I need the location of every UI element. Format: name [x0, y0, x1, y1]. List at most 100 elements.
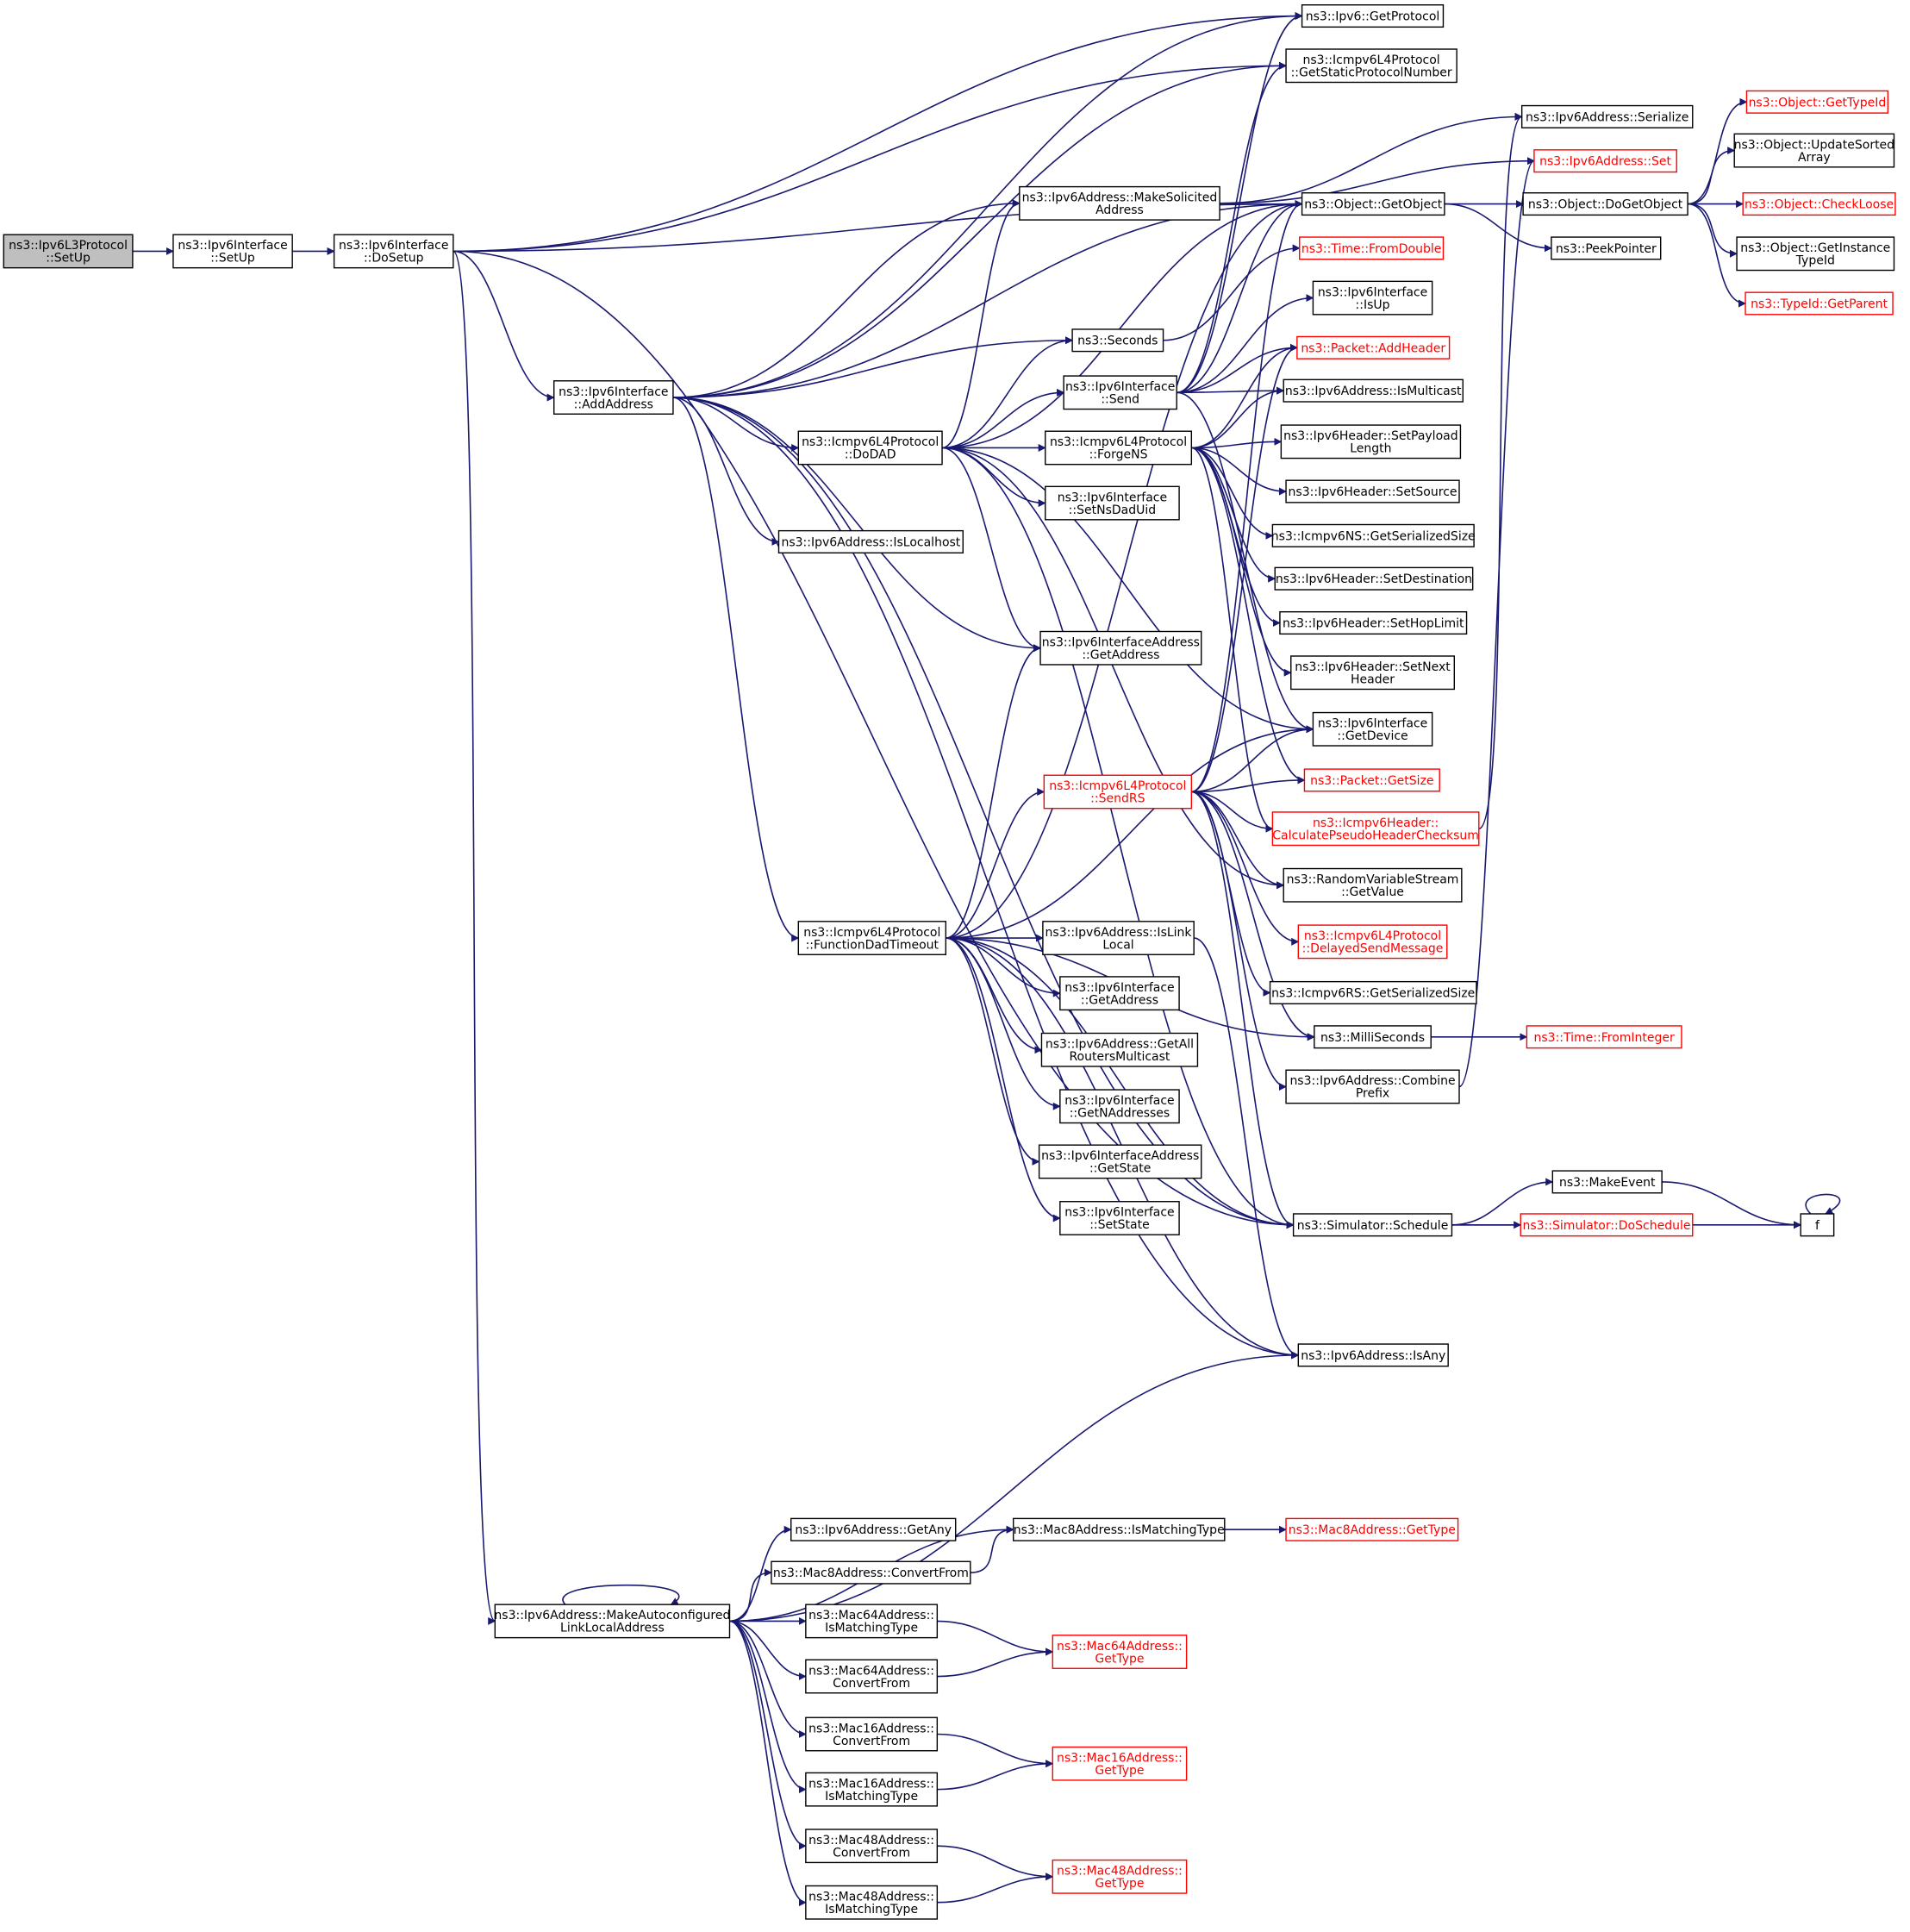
node-ns-serialsize[interactable]: ns3::Icmpv6NS::GetSerializedSize	[1271, 523, 1476, 547]
node-label: ConvertFrom	[833, 1677, 910, 1691]
node-hdr-setsource[interactable]: ns3::Ipv6Header::SetSource	[1285, 479, 1460, 503]
node-ifaddr-getstate[interactable]: ns3::Ipv6InterfaceAddress::GetState	[1038, 1144, 1202, 1179]
node-pkt-getsize[interactable]: ns3::Packet::GetSize	[1303, 768, 1440, 792]
node-obj-dogetobject[interactable]: ns3::Object::DoGetObject	[1522, 192, 1688, 216]
node-hdr-sethoplimit[interactable]: ns3::Ipv6Header::SetHopLimit	[1279, 610, 1468, 635]
edge-path	[1191, 447, 1276, 583]
node-mac16-gettype[interactable]: ns3::Mac16Address::GetType	[1052, 1746, 1188, 1781]
node-box	[1019, 185, 1220, 221]
node-time-frominteger[interactable]: ns3::Time::FromInteger	[1526, 1025, 1682, 1049]
node-box	[805, 1772, 939, 1807]
node-obj-gettypeid[interactable]: ns3::Object::GetTypeId	[1745, 90, 1889, 114]
node-icmp-sendrs[interactable]: ns3::Icmpv6L4Protocol::SendRS	[1043, 774, 1193, 810]
node-if-setup[interactable]: ns3::Ipv6Interface::SetUp	[172, 234, 293, 269]
node-label: ns3::Ipv6Header::SetNext	[1295, 660, 1451, 674]
node-mac48-ismatching[interactable]: ns3::Mac48Address::IsMatchingType	[805, 1885, 939, 1920]
node-addr-makeautolinklocal[interactable]: ns3::Ipv6Address::MakeAutoconfiguredLink…	[494, 1604, 730, 1639]
node-label: ns3::Ipv6L3Protocol	[9, 239, 128, 253]
node-box	[1736, 236, 1895, 272]
node-ipv6-getproto[interactable]: ns3::Ipv6::GetProtocol	[1301, 4, 1445, 28]
node-time-fromdouble[interactable]: ns3::Time::FromDouble	[1299, 236, 1445, 260]
node-typeid-getparent[interactable]: ns3::TypeId::GetParent	[1745, 291, 1894, 316]
node-mac48-convert[interactable]: ns3::Mac48Address::ConvertFrom	[805, 1829, 939, 1864]
node-label: RoutersMulticast	[1069, 1050, 1170, 1064]
node-setup-l3[interactable]: ns3::Ipv6L3Protocol::SetUp	[3, 234, 134, 269]
node-peekpointer[interactable]: ns3::PeekPointer	[1551, 236, 1662, 260]
node-addr-getany[interactable]: ns3::Ipv6Address::GetAny	[790, 1517, 957, 1541]
node-mac8-convert[interactable]: ns3::Mac8Address::ConvertFrom	[771, 1560, 971, 1585]
node-label: ns3::MakeEvent	[1559, 1176, 1656, 1190]
edge-obj-dogetobject-to-obj-updatesorted	[1688, 147, 1736, 205]
edge-if-addaddress-to-ifaddr-getaddress	[672, 397, 1041, 653]
node-icmphdr-checksum[interactable]: ns3::Icmpv6Header::CalculatePseudoHeader…	[1271, 811, 1480, 847]
node-if-send[interactable]: ns3::Ipv6Interface::Send	[1063, 375, 1177, 410]
node-addr-islocalhost[interactable]: ns3::Ipv6Address::IsLocalhost	[777, 529, 964, 553]
node-label: ::DoSetup	[364, 252, 424, 266]
node-box	[1043, 774, 1193, 810]
node-icmp-dadtimeout[interactable]: ns3::Icmpv6L4Protocol::FunctionDadTimeou…	[797, 921, 947, 955]
node-mac48-gettype[interactable]: ns3::Mac48Address::GetType	[1052, 1859, 1188, 1894]
node-mac16-ismatching[interactable]: ns3::Mac16Address::IsMatchingType	[805, 1772, 939, 1807]
edge-path	[937, 1620, 1054, 1656]
node-if-addaddress[interactable]: ns3::Ipv6Interface::AddAddress	[553, 380, 674, 415]
node-mac64-ismatching[interactable]: ns3::Mac64Address::IsMatchingType	[805, 1604, 939, 1639]
node-hdr-setdest[interactable]: ns3::Ipv6Header::SetDestination	[1274, 566, 1474, 591]
node-if-setnsdaduid[interactable]: ns3::Ipv6Interface::SetNsDadUid	[1045, 485, 1180, 521]
node-milliseconds[interactable]: ns3::MilliSeconds	[1314, 1025, 1432, 1049]
edge-icmp-sendrs-to-sim-schedule	[1191, 791, 1295, 1229]
node-icmp-dodad[interactable]: ns3::Icmpv6L4Protocol::DoDAD	[797, 430, 943, 466]
node-rs-serialsize[interactable]: ns3::Icmpv6RS::GetSerializedSize	[1269, 980, 1477, 1004]
node-mac16-convert[interactable]: ns3::Mac16Address::ConvertFrom	[805, 1716, 939, 1752]
node-if-isup[interactable]: ns3::Ipv6Interface::IsUp	[1312, 280, 1433, 316]
node-f[interactable]: f	[1800, 1213, 1835, 1237]
edge-path	[1688, 97, 1748, 205]
node-makeevent[interactable]: ns3::MakeEvent	[1551, 1170, 1663, 1194]
node-addr-set[interactable]: ns3::Ipv6Address::Set	[1533, 149, 1677, 173]
node-icmp-forgens[interactable]: ns3::Icmpv6L4Protocol::ForgeNS	[1045, 430, 1193, 466]
node-rvs-getvalue[interactable]: ns3::RandomVariableStream::GetValue	[1283, 867, 1463, 903]
node-obj-getobject[interactable]: ns3::Object::GetObject	[1301, 192, 1445, 216]
node-if-getnaddr[interactable]: ns3::Ipv6Interface::GetNAddresses	[1059, 1089, 1180, 1124]
edge-if-dosetup-to-ipv6-getproto	[453, 12, 1303, 253]
node-addr-isany[interactable]: ns3::Ipv6Address::IsAny	[1297, 1343, 1449, 1367]
node-mac64-gettype[interactable]: ns3::Mac64Address::GetType	[1052, 1635, 1188, 1669]
node-pkt-addheader[interactable]: ns3::Packet::AddHeader	[1296, 335, 1451, 360]
node-label: ns3::RandomVariableStream	[1287, 873, 1459, 887]
node-seconds[interactable]: ns3::Seconds	[1071, 328, 1164, 353]
node-sim-schedule[interactable]: ns3::Simulator::Schedule	[1292, 1213, 1453, 1237]
edge-if-dosetup-to-if-addaddress	[453, 250, 555, 402]
node-label: ns3::Ipv6Address::Serialize	[1526, 110, 1688, 124]
node-box	[771, 1560, 971, 1585]
node-mac64-convert[interactable]: ns3::Mac64Address::ConvertFrom	[805, 1659, 939, 1694]
node-if-dosetup[interactable]: ns3::Ipv6Interface::DoSetup	[333, 234, 454, 269]
edge-if-send-to-if-isup	[1177, 294, 1314, 394]
node-if-getdevice[interactable]: ns3::Ipv6Interface::GetDevice	[1312, 711, 1433, 747]
node-label: Address	[1095, 203, 1144, 217]
node-if-getaddress[interactable]: ns3::Ipv6Interface::GetAddress	[1059, 976, 1180, 1011]
node-mac8-ismatching[interactable]: ns3::Mac8Address::IsMatchingType	[1012, 1517, 1226, 1541]
node-addr-ismulticast[interactable]: ns3::Ipv6Address::IsMulticast	[1283, 378, 1464, 403]
edge-mac64-convert-to-mac64-gettype	[937, 1648, 1054, 1678]
node-icmp-staticproto[interactable]: ns3::Icmpv6L4Protocol::GetStaticProtocol…	[1285, 48, 1457, 84]
node-sim-doschedule[interactable]: ns3::Simulator::DoSchedule	[1520, 1213, 1694, 1237]
edge-path	[672, 397, 1041, 653]
node-if-setstate[interactable]: ns3::Ipv6Interface::SetState	[1059, 1201, 1180, 1235]
node-box	[1059, 1089, 1180, 1124]
node-addr-serialize[interactable]: ns3::Ipv6Address::Serialize	[1520, 104, 1694, 128]
node-ifaddr-getaddress[interactable]: ns3::Ipv6InterfaceAddress::GetAddress	[1039, 630, 1202, 666]
node-box	[1045, 485, 1180, 521]
edge-path	[1191, 791, 1300, 946]
edge-path	[946, 937, 1061, 1222]
node-obj-checkloose[interactable]: ns3::Object::CheckLoose	[1742, 192, 1896, 216]
node-icmp-delayedsend[interactable]: ns3::Icmpv6L4Protocol::DelayedSendMessag…	[1297, 924, 1448, 960]
node-mac8-gettype[interactable]: ns3::Mac8Address::GetType	[1285, 1517, 1459, 1541]
edge-obj-dogetobject-to-obj-getinstance	[1688, 203, 1738, 258]
